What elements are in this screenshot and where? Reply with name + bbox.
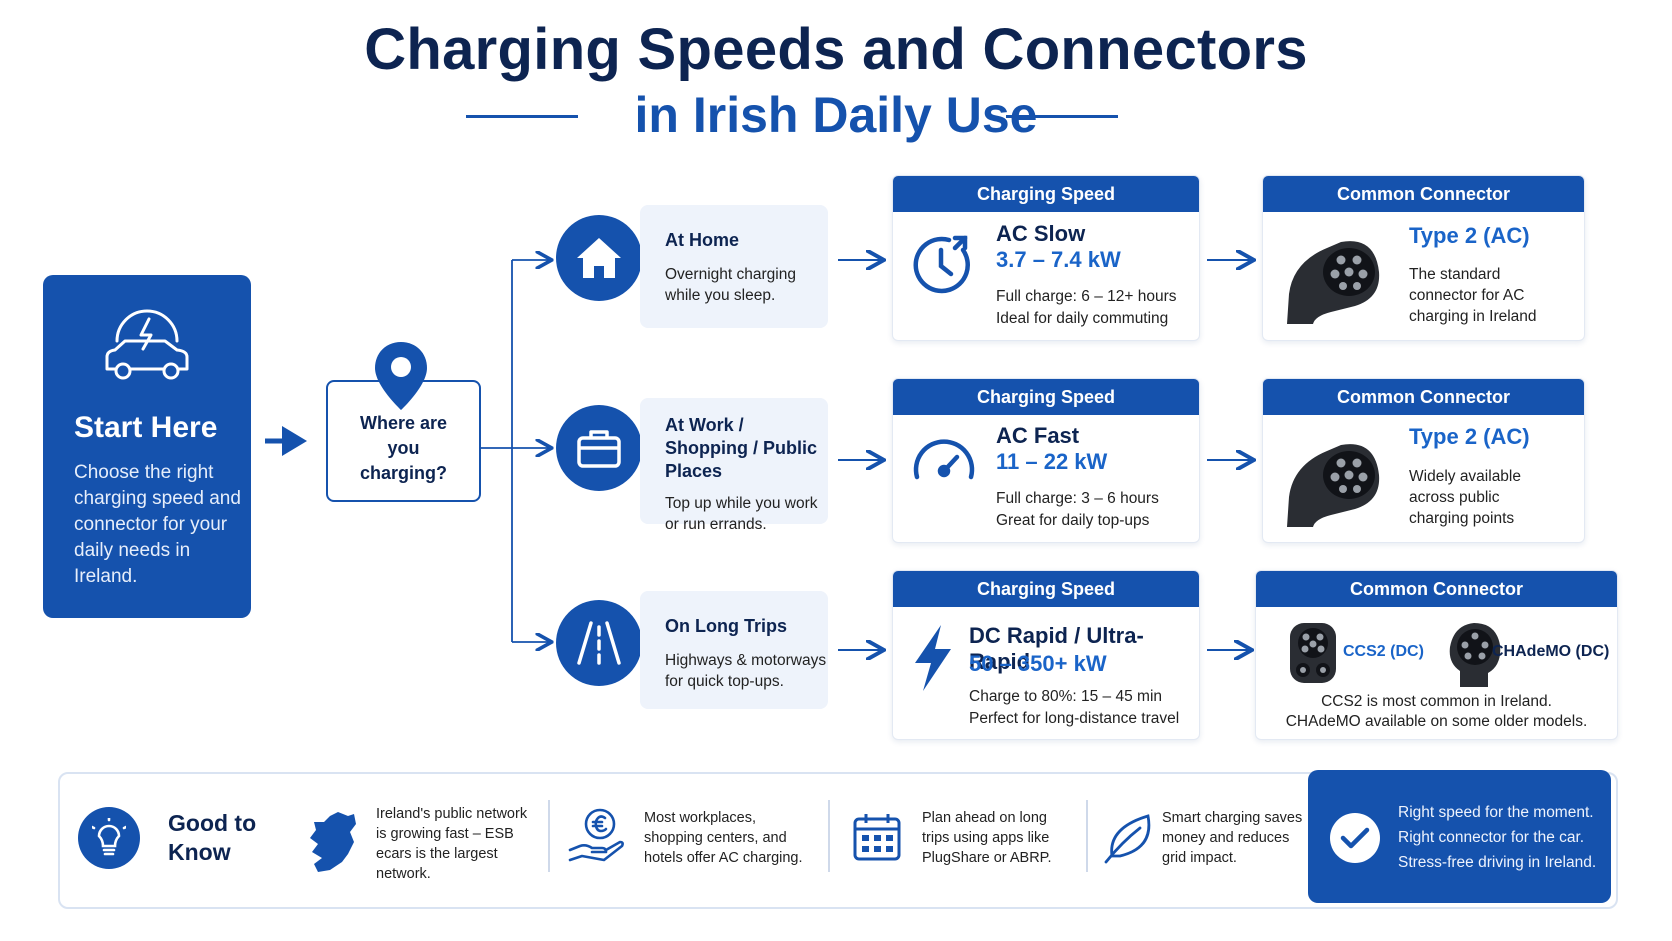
question-text: Where are you charging? [359, 412, 448, 483]
location-desc: Highways & motorways for quick top-ups. [665, 652, 827, 690]
speed-name: DC Rapid / Ultra-Rapid [969, 623, 1144, 674]
briefcase-icon [556, 405, 642, 491]
car-charging-icon [101, 305, 193, 390]
connector-card-header: Common Connector [1263, 379, 1584, 415]
leaf-icon [1104, 812, 1156, 869]
speed-card-fast: Charging Speed AC Fast 11 – 22 kW Full c… [892, 378, 1200, 543]
calendar-icon [852, 812, 902, 867]
chademo-plug-icon [1446, 621, 1502, 692]
connector-card-header: Common Connector [1263, 176, 1584, 212]
start-text: Choose the right charging speed and conn… [74, 462, 241, 587]
lightning-icon [911, 623, 955, 698]
type2-plug-icon [1279, 435, 1383, 532]
speed-card-slow: Charging Speed AC Slow 3.7 – 7.4 kW Full… [892, 175, 1200, 341]
location-title: At Work / Shopping / Public Places [665, 415, 817, 481]
location-pin-icon [373, 340, 429, 417]
location-card-home: At Home Overnight charging while you sle… [640, 205, 828, 328]
location-card-trips: On Long Trips Highways & motorways for q… [640, 591, 828, 709]
connector-note-2: CHAdeMO available on some older models. [1285, 713, 1588, 730]
summary-text: Right speed for the moment. Right connec… [1398, 800, 1596, 875]
connector-name-ccs2: CCS2 (DC) [1343, 643, 1424, 660]
start-here-panel: Start Here Choose the right charging spe… [43, 275, 251, 618]
speed-kw: 50 – 350+ kW [969, 651, 1107, 676]
speed-note-1: Charge to 80%: 15 – 45 min [969, 688, 1163, 705]
speed-card-header: Charging Speed [893, 379, 1199, 415]
speed-kw: 3.7 – 7.4 kW [996, 247, 1121, 272]
summary-line-1: Right speed for the moment. [1398, 804, 1594, 821]
page-title: Charging Speeds and Connectors [364, 17, 1308, 82]
speed-note-1: Full charge: 6 – 12+ hours [996, 288, 1177, 305]
speed-kw: 11 – 22 kW [996, 449, 1108, 474]
checkmark-icon [1330, 813, 1380, 863]
tip-divider [1086, 800, 1088, 872]
tip-text: Smart charging saves money and reduces g… [1162, 810, 1303, 866]
ccs2-plug-icon [1286, 621, 1340, 690]
ireland-map-icon [308, 810, 358, 879]
tip-text: Plan ahead on long trips using apps like… [922, 810, 1052, 866]
connector-name: Type 2 (AC) [1409, 223, 1530, 248]
speed-note-2: Perfect for long-distance travel [969, 710, 1180, 727]
connector-note-1: CCS2 is most common in Ireland. [1321, 693, 1552, 710]
location-title: On Long Trips [665, 616, 787, 636]
speed-card-header: Charging Speed [893, 176, 1199, 212]
start-heading: Start Here [74, 411, 218, 444]
summary-line-3: Stress-free driving in Ireland. [1398, 854, 1597, 871]
summary-line-2: Right connector for the car. [1398, 829, 1585, 846]
connector-card-type2-home: Common Connector Type 2 (AC) The standar… [1262, 175, 1585, 341]
connector-card-type2-public: Common Connector Type 2 (AC) Widely avai… [1262, 378, 1585, 543]
connector-desc: Widely available across public charging … [1409, 468, 1521, 527]
speed-card-header: Charging Speed [893, 571, 1199, 607]
type2-plug-icon [1279, 232, 1383, 329]
good-to-know-line1: Good to [168, 810, 257, 836]
connector-card-dc: Common Connector CCS2 (DC) CHAdeMO (DC) … [1255, 570, 1618, 740]
location-card-work: At Work / Shopping / Public Places Top u… [640, 398, 828, 533]
speed-note-2: Great for daily top-ups [996, 512, 1150, 529]
tip-text: Ireland's public network is growing fast… [376, 806, 528, 882]
good-to-know-line2: Know [168, 839, 231, 865]
euro-hand-icon [568, 806, 626, 869]
location-desc: Top up while you work or run errands. [665, 495, 818, 533]
connector-desc: The standard connector for AC charging i… [1409, 266, 1537, 325]
clock-icon [911, 232, 975, 301]
speed-card-rapid: Charging Speed DC Rapid / Ultra-Rapid 50… [892, 570, 1200, 740]
speed-name: AC Slow [996, 221, 1086, 246]
house-icon [556, 215, 642, 301]
tip-text: Most workplaces, shopping centers, and h… [644, 810, 803, 866]
lightbulb-icon [78, 807, 140, 869]
connector-card-header: Common Connector [1256, 571, 1617, 607]
location-desc: Overnight charging while you sleep. [665, 266, 796, 304]
title-rule-left [466, 115, 578, 118]
good-to-know-heading: Good to Know [168, 809, 256, 867]
connector-name: Type 2 (AC) [1409, 424, 1530, 449]
speed-note-2: Ideal for daily commuting [996, 310, 1169, 327]
connector-name-chademo: CHAdeMO (DC) [1492, 643, 1610, 660]
tip-divider [548, 800, 550, 872]
speed-name: AC Fast [996, 423, 1080, 448]
location-title: At Home [665, 230, 740, 250]
summary-panel: Right speed for the moment. Right connec… [1308, 770, 1611, 903]
speed-note-1: Full charge: 3 – 6 hours [996, 490, 1159, 507]
branch-line [481, 260, 513, 642]
tip-divider [828, 800, 830, 872]
page-subtitle: in Irish Daily Use [634, 87, 1038, 143]
title-rule-right [1006, 115, 1118, 118]
road-icon [556, 600, 642, 686]
gauge-icon [911, 433, 977, 488]
